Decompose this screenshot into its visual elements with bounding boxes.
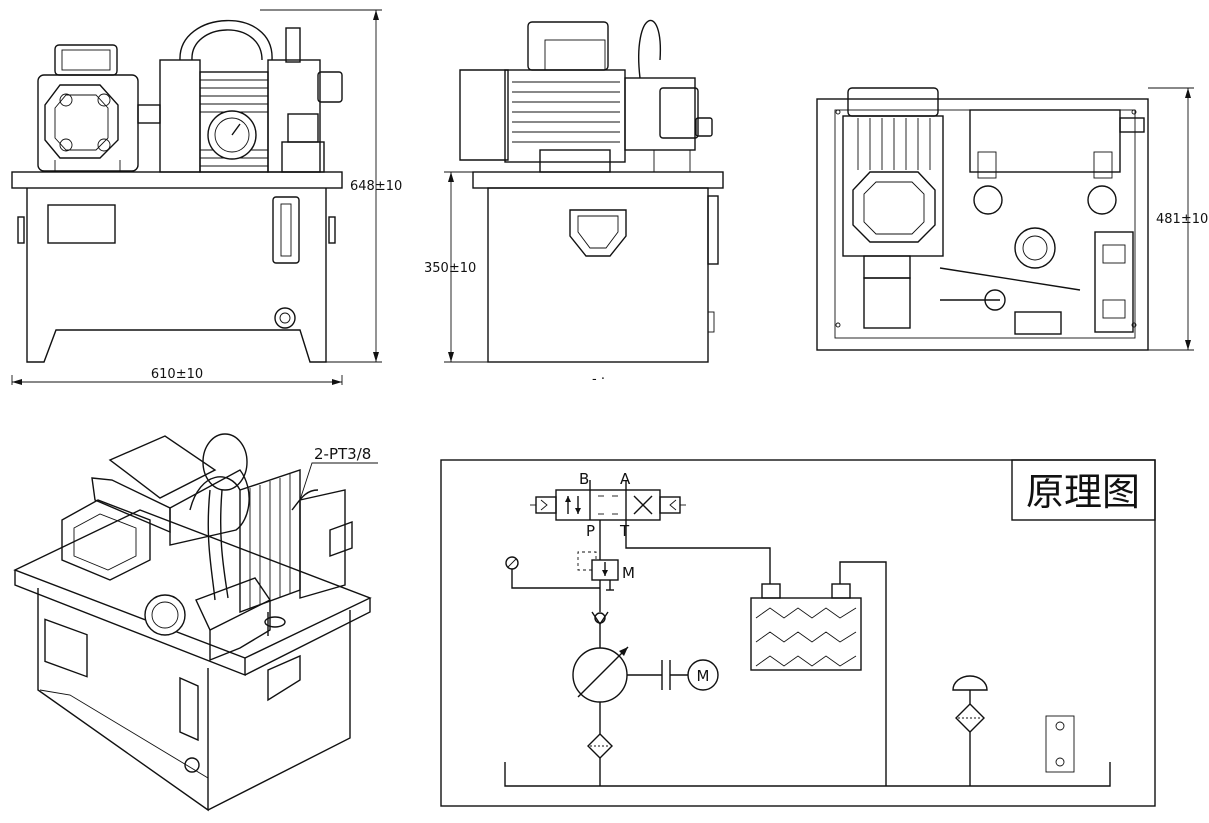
breather-symbol bbox=[952, 675, 988, 691]
top-gauge bbox=[1014, 227, 1056, 269]
front-valve-block bbox=[267, 59, 321, 173]
front-pump-flange bbox=[44, 84, 119, 159]
side-top-plate bbox=[472, 171, 724, 189]
side-tank bbox=[487, 187, 709, 363]
motor-symbol bbox=[687, 659, 719, 691]
iso-pressure-gauge bbox=[144, 594, 186, 636]
front-left-handle bbox=[17, 216, 25, 244]
pump-symbol bbox=[572, 646, 688, 703]
relief-label: M bbox=[622, 564, 635, 582]
front-manifold bbox=[159, 59, 201, 173]
side-pump-block bbox=[624, 77, 696, 151]
iso-top-plate bbox=[13, 509, 372, 659]
top-view bbox=[816, 87, 1149, 351]
port-t-label: T bbox=[619, 522, 630, 540]
iso-tank-box bbox=[299, 489, 346, 599]
isometric-view: 2-PT3/8 bbox=[13, 433, 378, 812]
port-b-label: B bbox=[579, 470, 589, 488]
front-window bbox=[47, 204, 116, 244]
side-motor-fan-cover bbox=[459, 69, 509, 161]
iso-callout-leader bbox=[299, 462, 378, 501]
top-outer-frame bbox=[816, 98, 1149, 351]
schematic-title: 原理图 bbox=[1026, 470, 1140, 514]
front-right-handle bbox=[328, 216, 336, 244]
motor-label: M bbox=[697, 667, 710, 685]
side-view: - · bbox=[459, 19, 724, 387]
front-top-plate bbox=[11, 171, 343, 189]
svg-text:- ·: - · bbox=[592, 372, 605, 387]
top-directional-valve bbox=[1094, 231, 1134, 333]
top-dimensions: 481±10 bbox=[1148, 87, 1208, 351]
front-view bbox=[11, 19, 343, 363]
return-line bbox=[625, 520, 771, 584]
iso-level-gauge bbox=[179, 676, 199, 742]
hydraulic-schematic: 原理图 B A P T bbox=[440, 459, 1156, 807]
front-dimensions: 610±10 648±10 bbox=[11, 9, 402, 385]
iso-window bbox=[44, 618, 88, 678]
front-drain-plug bbox=[274, 307, 296, 329]
iso-motor-cap bbox=[108, 435, 217, 499]
callout-port: 2-PT3/8 bbox=[314, 445, 371, 463]
iso-motor-body bbox=[169, 469, 250, 546]
dim-side-height: 350±10 bbox=[424, 261, 476, 276]
iso-tank-side bbox=[207, 610, 351, 811]
front-hose bbox=[179, 19, 273, 61]
port-p-label: P bbox=[586, 522, 595, 540]
dim-front-height: 648±10 bbox=[350, 179, 402, 194]
schematic-frame bbox=[440, 459, 1156, 807]
top-motor-cap bbox=[847, 87, 939, 117]
top-cooler bbox=[969, 109, 1121, 173]
tank-return-line bbox=[504, 762, 1111, 787]
level-gauge-symbol bbox=[1045, 715, 1075, 773]
front-level-gauge bbox=[272, 196, 300, 264]
side-handle bbox=[569, 209, 627, 257]
port-a-label: A bbox=[620, 470, 631, 488]
dim-top-depth: 481±10 bbox=[1156, 212, 1208, 227]
dim-front-width: 610±10 bbox=[151, 367, 203, 382]
side-motor-body bbox=[504, 69, 626, 163]
iso-tank-front bbox=[37, 588, 209, 812]
directional-valve-symbol: B A P T bbox=[530, 470, 686, 540]
relief-valve-symbol: M bbox=[577, 551, 635, 591]
iso-valve-block bbox=[195, 577, 272, 631]
iso-pump bbox=[61, 499, 151, 581]
side-dimensions: 350±10 bbox=[424, 171, 488, 363]
schematic-title-box bbox=[1011, 459, 1156, 521]
front-motor bbox=[37, 74, 139, 172]
top-pump bbox=[863, 277, 911, 329]
iso-handle bbox=[267, 654, 301, 702]
cooler-symbol bbox=[750, 583, 862, 671]
